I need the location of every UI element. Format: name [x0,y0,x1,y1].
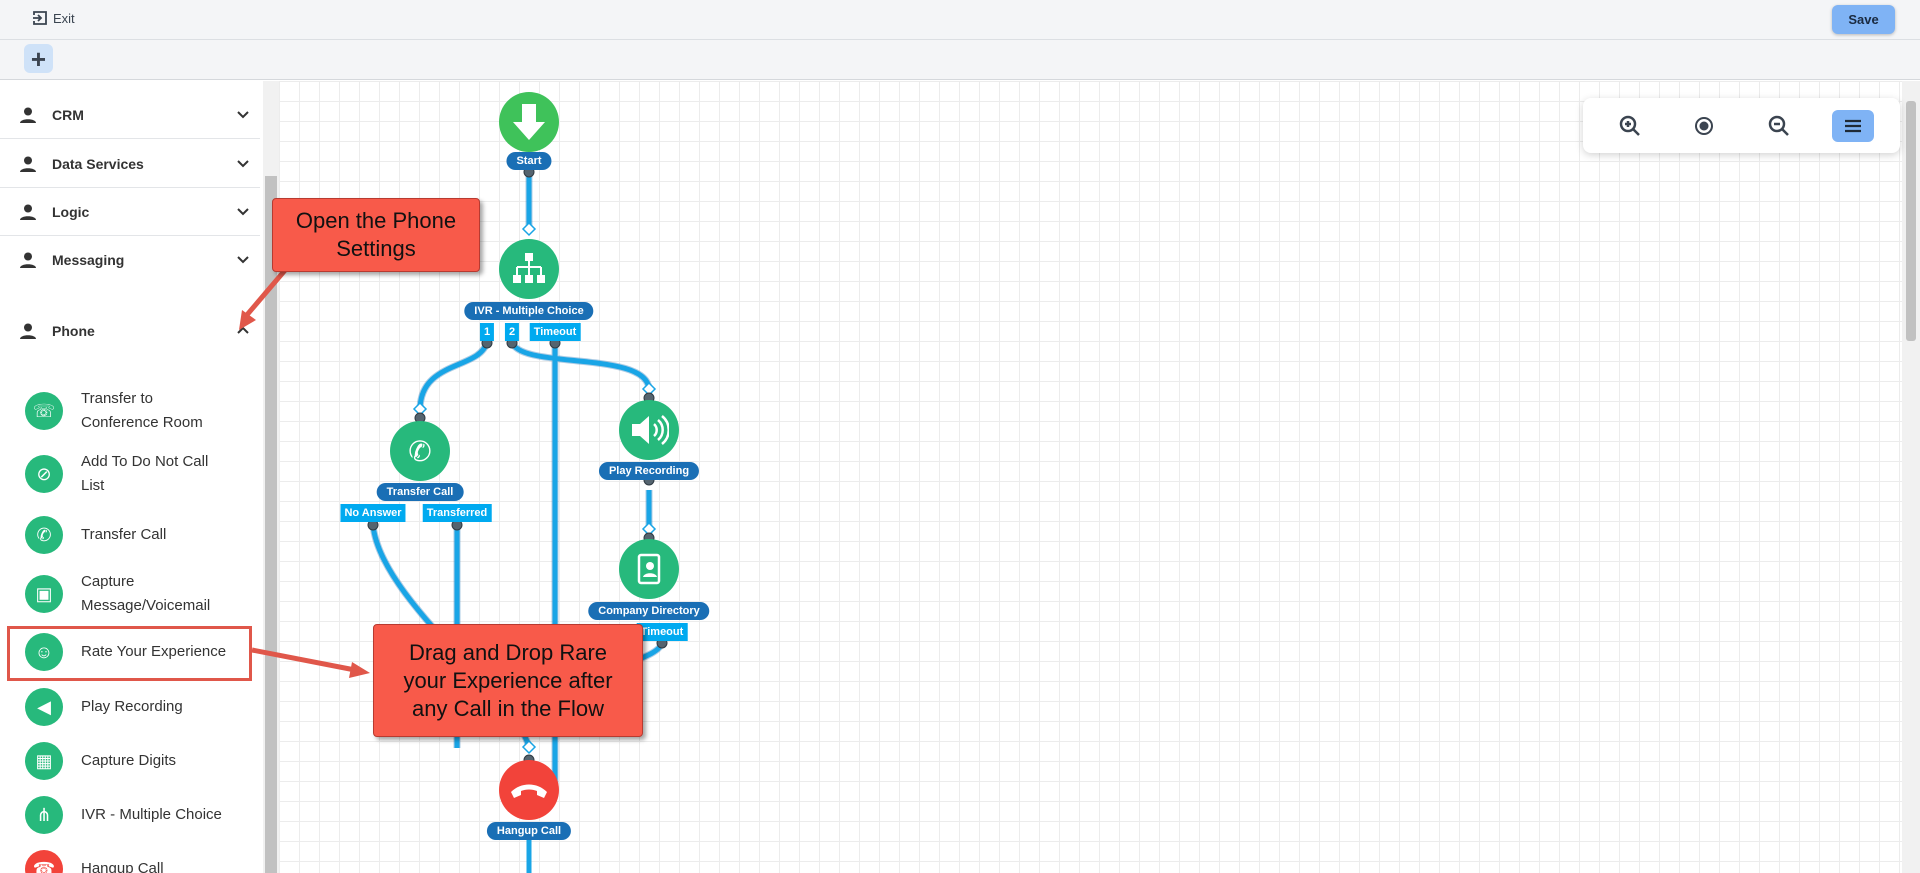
chevron-down-icon[interactable] [236,107,250,121]
exit-icon [33,11,47,25]
zoom-in-button[interactable] [1609,110,1651,142]
directory-icon [637,553,661,585]
center-icon [1695,116,1714,135]
category-messaging[interactable]: Messaging [0,236,260,284]
top-bar: Exit Save [0,0,1920,40]
start-node[interactable] [499,92,559,152]
palette-item-capture-message-voicemail[interactable]: ▣ Capture Message/Voicemail [0,565,260,623]
keypad-icon: ▦ [25,742,63,780]
person-icon [20,156,36,172]
conference-icon: ☏ [25,392,63,430]
speaker-icon [632,415,669,445]
add-button[interactable]: + [24,44,53,73]
transfer-call-icon: ✆ [25,516,63,554]
chevron-down-icon[interactable] [236,156,250,170]
transfer-call-label: Transfer Call [376,483,464,501]
play-recording-label: Play Recording [598,462,700,480]
exit-label: Exit [53,10,75,26]
category-label: Data Services [52,155,144,172]
palette-item-label: Add To Do Not Call List [81,453,209,494]
palette-item-label: IVR - Multiple Choice [81,806,222,823]
phone-transfer-icon: ✆ [408,435,432,467]
port-transferred[interactable]: Transferred [422,504,492,522]
person-icon [20,323,36,339]
category-label: Logic [52,203,90,220]
dir-port-timeout[interactable]: Timeout [636,623,688,641]
palette-item-transfer-call[interactable]: ✆ Transfer Call [0,506,260,564]
category-logic[interactable]: Logic [0,188,260,236]
transfer-call-node[interactable]: ✆ [390,421,450,481]
callout-phone-settings: Open the Phone Settings [272,198,480,272]
port-no-answer[interactable]: No Answer [340,504,406,522]
zoom-in-icon [1619,115,1641,136]
palette-item-transfer-to-conference-room[interactable]: ☏ Transfer to Conference Room [0,382,260,440]
do-not-call-icon: ⊘ [25,455,63,493]
category-label: Phone [52,323,95,339]
palette-item-add-to-do-not-call-list[interactable]: ⊘ Add To Do Not Call List [0,445,260,503]
toolbar: + [0,40,1920,80]
callout-drag-drop: Drag and Drop Rare your Experience after… [373,624,643,737]
rate-experience-icon: ☺ [25,633,63,671]
canvas-scrollbar[interactable] [1902,81,1920,873]
ivr-node-label: IVR - Multiple Choice [464,302,594,320]
play-recording-node[interactable] [619,400,679,460]
category-label: CRM [52,106,84,123]
palette-item-label: Capture Message/Voicemail [81,573,211,614]
menu-icon [1844,119,1861,132]
person-icon [20,107,36,123]
flow-canvas[interactable] [279,81,1902,873]
palette-item-hangup-call[interactable]: ☎ Hangup Call [0,840,260,873]
palette-item-capture-digits[interactable]: ▦ Capture Digits [0,732,260,790]
category-phone[interactable]: Phone [0,307,260,355]
menu-button[interactable] [1831,109,1874,142]
down-arrow-icon [513,104,545,140]
zoom-out-button[interactable] [1758,110,1800,142]
person-icon [20,252,36,268]
hangup-node[interactable] [499,760,559,820]
palette-item-rate-your-experience[interactable]: ☺ Rate Your Experience [0,623,260,681]
exit-button[interactable]: Exit [32,10,75,26]
zoom-out-icon [1768,115,1789,136]
hangup-icon [511,784,547,798]
ivr-port-1[interactable]: 1 [479,323,495,341]
ivr-icon [513,253,545,283]
company-directory-node[interactable] [619,539,679,599]
palette-item-label: Transfer Call [81,526,167,543]
sidebar-scroll-thumb[interactable] [265,176,277,873]
company-directory-label: Company Directory [588,602,710,620]
palette-item-label: Rate Your Experience [81,643,227,660]
palette-item-label: Play Recording [81,698,183,715]
voicemail-icon: ▣ [25,575,63,613]
ivr-port-2[interactable]: 2 [504,323,520,341]
ivr-port-timeout[interactable]: Timeout [529,323,581,341]
person-icon [20,204,36,220]
category-crm[interactable]: CRM [0,91,260,139]
category-data-services[interactable]: Data Services [0,140,260,188]
canvas-scroll-thumb[interactable] [1906,101,1916,341]
highlight-box [7,626,252,681]
palette-item-play-recording[interactable]: ◀ Play Recording [0,678,260,736]
chevron-up-icon[interactable] [236,323,250,337]
palette-item-label: Hangup Call [81,860,164,873]
save-button[interactable]: Save [1832,5,1895,34]
speaker-icon: ◀ [25,688,63,726]
palette-item-label: Transfer to Conference Room [81,390,203,431]
chevron-down-icon[interactable] [236,252,250,266]
hangup-icon: ☎ [25,850,63,873]
palette-item-label: Capture Digits [81,752,177,769]
center-button[interactable] [1683,110,1725,142]
plus-icon: + [30,43,47,74]
ivr-node[interactable] [499,239,559,299]
category-label: Messaging [52,252,125,268]
zoom-toolbar [1583,98,1900,153]
ivr-icon: ⋔ [25,796,63,834]
hangup-label: Hangup Call [486,822,572,840]
palette-item-ivr-multiple-choice[interactable]: ⋔ IVR - Multiple Choice [0,786,260,844]
chevron-down-icon[interactable] [236,204,250,218]
start-node-label: Start [506,152,552,170]
